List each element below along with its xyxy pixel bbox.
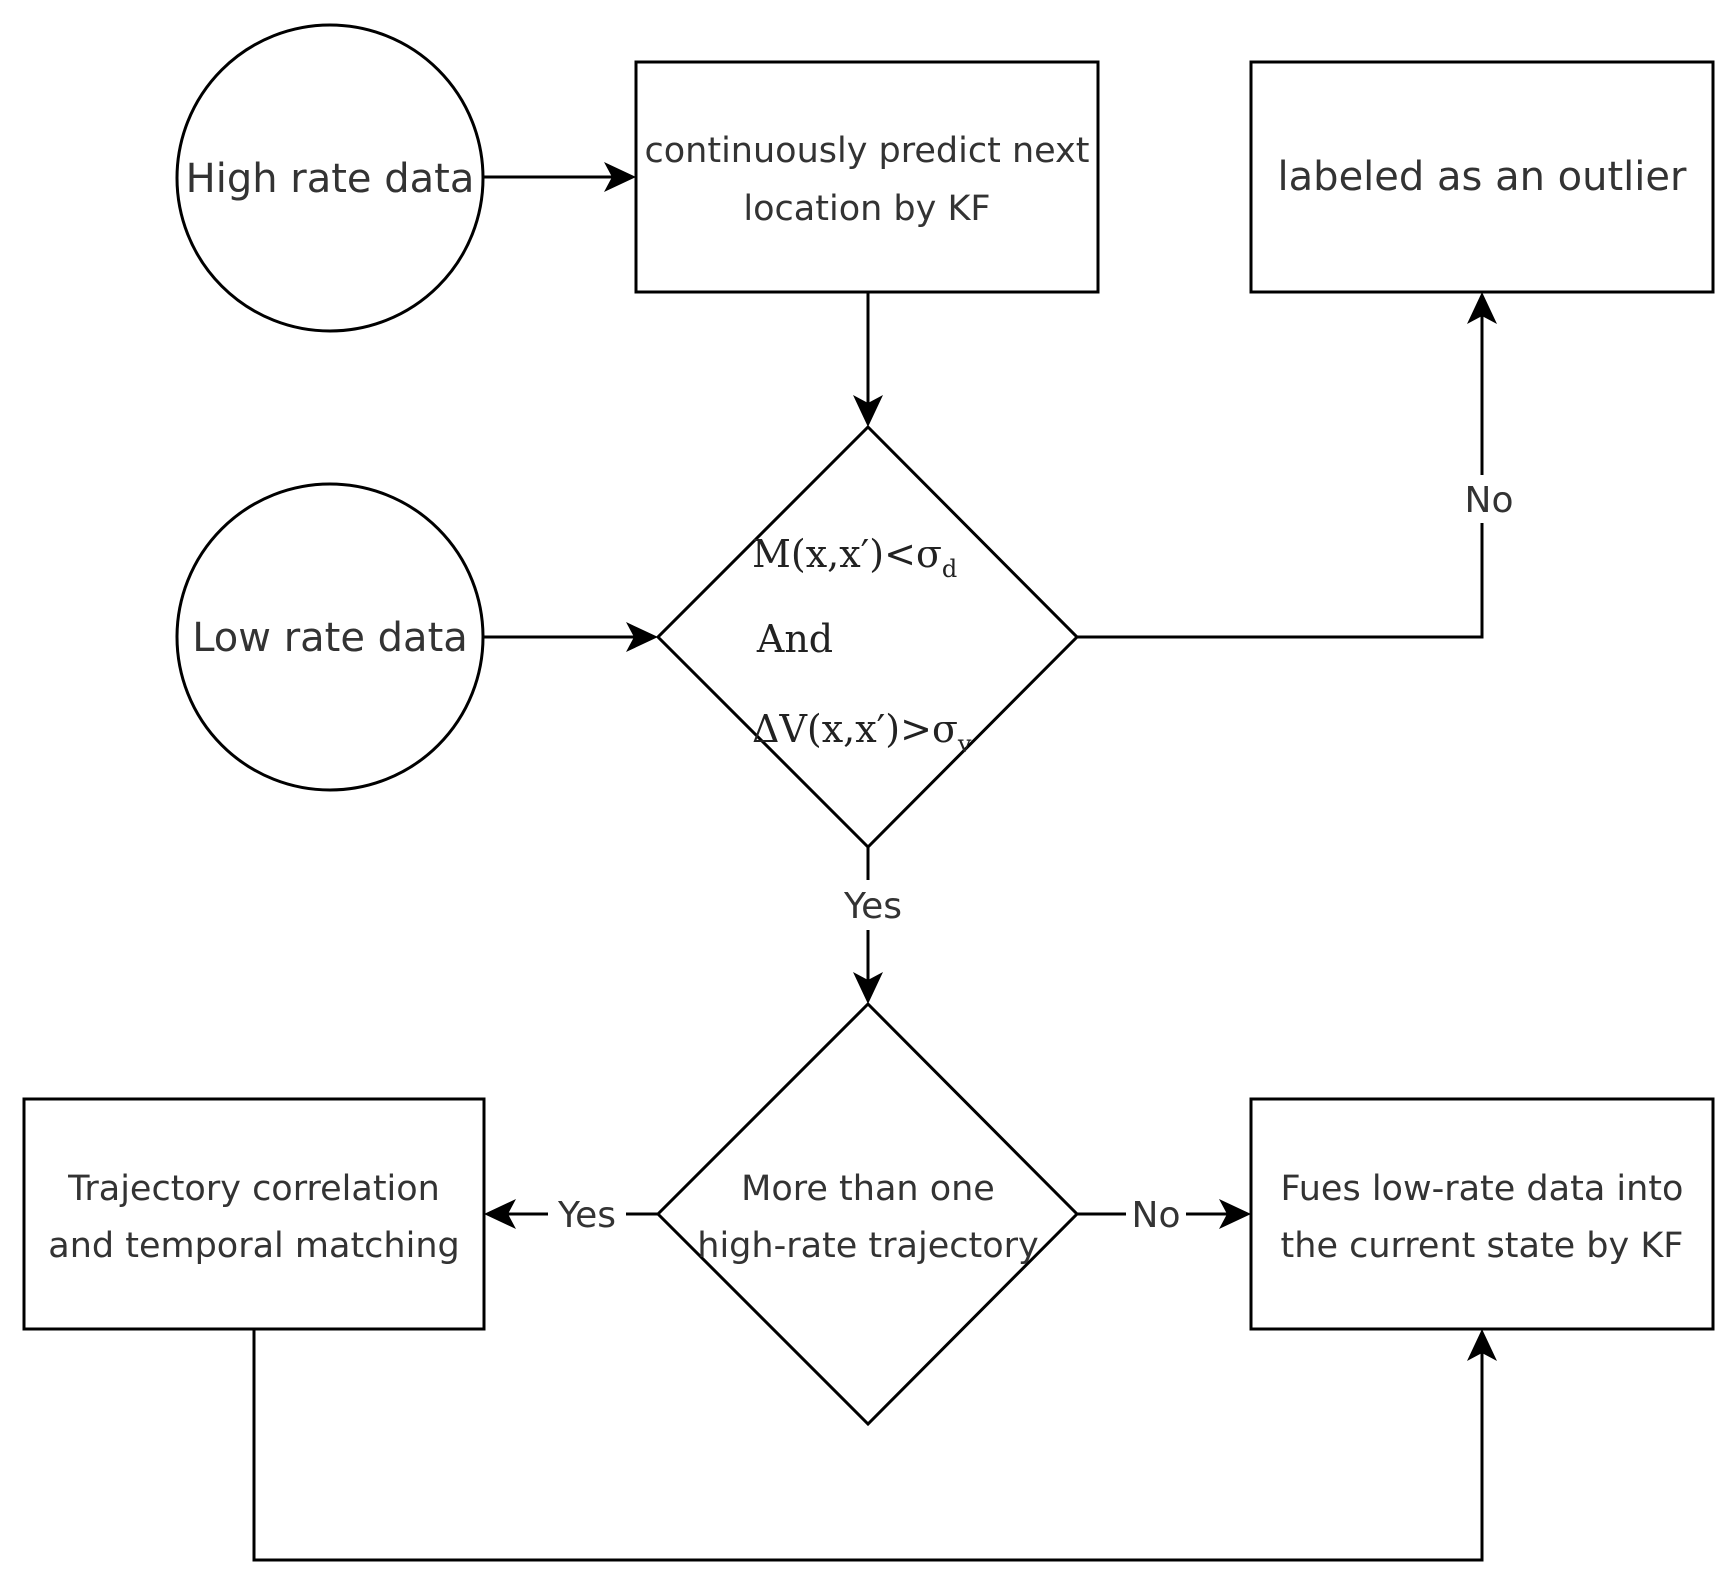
condition-line1-sub: d: [942, 555, 957, 583]
condition-decision-node: M(x,x′)<σd And ΔV(x,x′)>σv: [655, 424, 1080, 850]
edge-label-multi-yes: Yes: [557, 1195, 616, 1236]
condition-line1: M(x,x′)<σd: [752, 532, 957, 583]
edge-multi-yes-to-traj-corr: Yes: [484, 1190, 658, 1238]
condition-line1-main: M(x,x′)<σ: [752, 532, 942, 576]
high-rate-data-label: High rate data: [186, 156, 475, 202]
trajectory-correlation-label-line2: and temporal matching: [48, 1226, 459, 1266]
edge-predict-to-condition: [853, 292, 883, 427]
high-rate-data-node: High rate data: [175, 23, 485, 333]
predict-kf-node: continuously predict next location by KF: [634, 60, 1100, 294]
edge-label-condition-yes: Yes: [843, 886, 902, 927]
arrowhead-up-icon: [1467, 292, 1497, 324]
outlier-label: labeled as an outlier: [1278, 154, 1687, 200]
edge-traj-corr-to-fuse: [252, 1329, 1497, 1562]
edge-low-rate-to-condition: [483, 622, 658, 652]
arrowhead-left-icon: [484, 1199, 516, 1229]
predict-kf-label-line1: continuously predict next: [645, 131, 1090, 171]
fuse-kf-label-line2: the current state by KF: [1281, 1226, 1684, 1266]
arrowhead-right-icon: [626, 622, 658, 652]
condition-line2: And: [756, 617, 833, 661]
multi-trajectory-decision-node: More than one high-rate trajectory: [655, 1001, 1080, 1427]
outlier-node: labeled as an outlier: [1249, 60, 1715, 294]
edge-condition-no-to-outlier: No: [1077, 292, 1514, 639]
arrowhead-up-icon: [1467, 1329, 1497, 1361]
edge-label-multi-no: No: [1132, 1195, 1181, 1236]
multi-trajectory-label-line2: high-rate trajectory: [697, 1226, 1038, 1266]
condition-line3: ΔV(x,x′)>σv: [752, 707, 972, 758]
arrowhead-down-icon: [853, 395, 883, 427]
edge-multi-no-to-fuse: No: [1077, 1190, 1251, 1238]
condition-line3-main: ΔV(x,x′)>σ: [752, 707, 958, 751]
arrowhead-right-icon: [604, 162, 636, 192]
fuse-kf-label-line1: Fues low-rate data into: [1281, 1169, 1684, 1209]
edge-high-rate-to-predict: [483, 162, 636, 192]
arrowhead-right-icon: [1219, 1199, 1251, 1229]
low-rate-data-label: Low rate data: [192, 615, 468, 661]
arrowhead-down-icon: [853, 972, 883, 1004]
predict-kf-label-line2: location by KF: [743, 189, 990, 229]
low-rate-data-node: Low rate data: [175, 482, 485, 792]
trajectory-correlation-label-line1: Trajectory correlation: [67, 1169, 440, 1209]
fuse-kf-node: Fues low-rate data into the current stat…: [1249, 1097, 1715, 1331]
condition-line3-sub: v: [957, 730, 972, 758]
multi-trajectory-label-line1: More than one: [741, 1169, 995, 1209]
edge-label-condition-no: No: [1465, 480, 1514, 521]
trajectory-correlation-node: Trajectory correlation and temporal matc…: [22, 1097, 486, 1331]
edge-condition-yes-to-multi: Yes: [833, 847, 909, 1004]
